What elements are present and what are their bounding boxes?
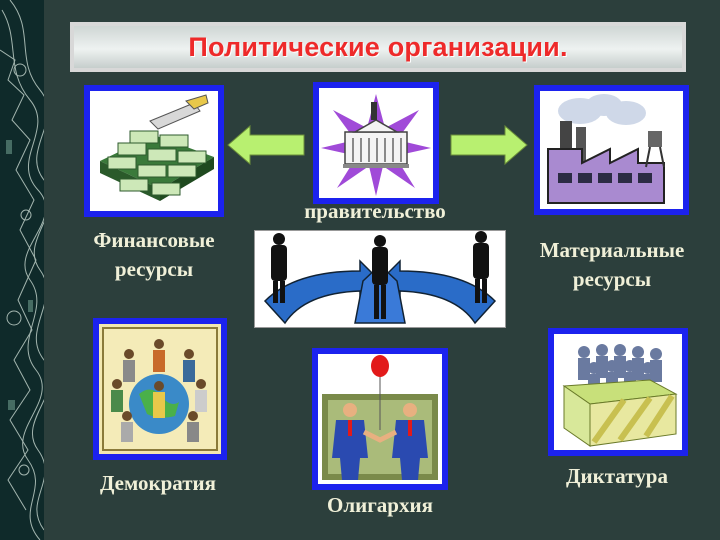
- material-resources-label-line1: Материальные: [539, 238, 685, 262]
- financial-resources-frame: [84, 85, 224, 217]
- white-house-starburst-icon: [321, 94, 431, 196]
- central-illustration: [254, 230, 506, 328]
- dictatorship-label: Диктатура: [566, 464, 668, 488]
- factory-icon: [547, 94, 665, 204]
- soldiers-in-crate-icon: [562, 344, 678, 447]
- decorative-side-strip: [0, 0, 44, 540]
- oligarchy-frame: [312, 348, 448, 490]
- people-around-globe-icon: [102, 327, 218, 451]
- dictatorship-frame: [548, 328, 688, 456]
- government-frame: [313, 82, 439, 204]
- businessmen-handshake-icon: [322, 355, 438, 480]
- page-title: Политические организации.: [188, 31, 568, 62]
- government-label: правительство: [304, 199, 446, 223]
- arrow-left-icon: [227, 124, 305, 166]
- material-resources-label-line2: ресурсы: [572, 267, 652, 291]
- oligarchy-label: Олигархия: [327, 493, 433, 517]
- democracy-frame: [93, 318, 227, 460]
- title-bar: Политические организации.: [70, 22, 686, 72]
- financial-resources-label-line2: ресурсы: [114, 257, 194, 281]
- material-resources-frame: [534, 85, 689, 215]
- arrow-right-icon: [450, 124, 528, 166]
- democracy-label: Демократия: [99, 471, 217, 495]
- financial-resources-label-line1: Финансовые: [93, 228, 215, 252]
- money-stacks-icon: [100, 94, 214, 201]
- soldiers-on-arrows-icon: [263, 231, 497, 325]
